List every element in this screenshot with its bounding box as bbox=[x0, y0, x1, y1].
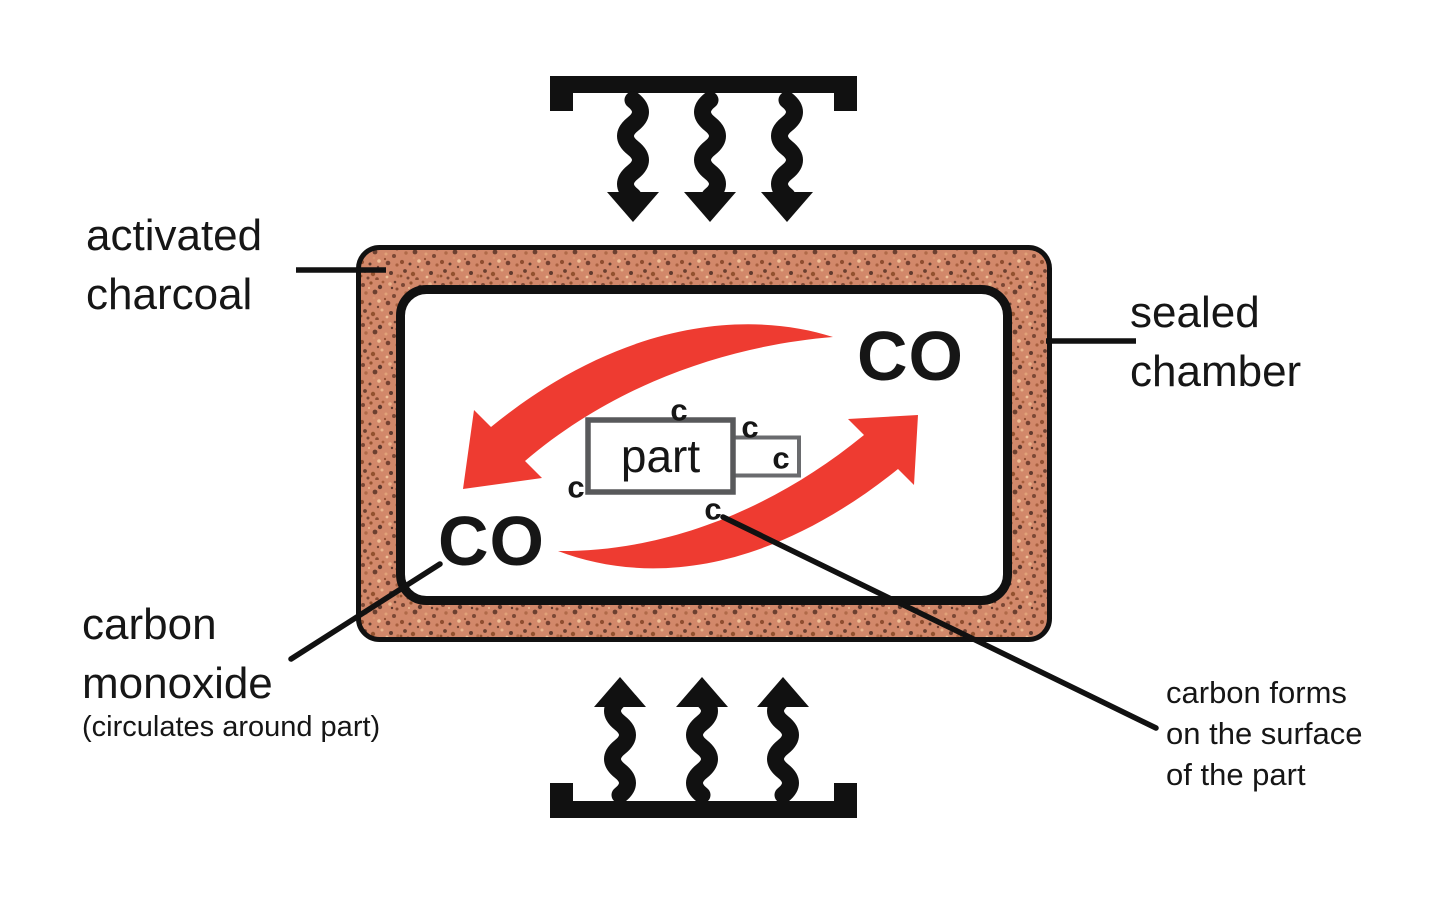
heat-arrow-up-icon bbox=[676, 677, 728, 804]
carbon-atom-label: c bbox=[567, 469, 585, 505]
co-circulation-arrow-lower bbox=[558, 415, 918, 569]
heat-arrow-down-icon bbox=[684, 91, 736, 222]
carbon-atom-label: c bbox=[772, 440, 790, 476]
activated-charcoal-label: activated charcoal bbox=[86, 211, 263, 319]
co-label-lower: CO bbox=[438, 502, 545, 580]
carbon-monoxide-label: carbon monoxide bbox=[82, 600, 273, 708]
leader-line-carbon-monoxide bbox=[288, 561, 443, 662]
heat-arrows-bottom bbox=[594, 677, 809, 804]
sealed-chamber-label: sealed chamber bbox=[1130, 288, 1302, 396]
carbon-atom-label: c bbox=[704, 491, 722, 527]
carbon-atom-label: c bbox=[670, 392, 688, 428]
carbon-forms-label: carbon forms on the surface of the part bbox=[1166, 675, 1363, 793]
leader-line-carbon-forms bbox=[720, 514, 1159, 731]
heat-arrows-top bbox=[607, 91, 813, 222]
carbon-atom-label: c bbox=[741, 409, 759, 445]
heat-arrow-up-icon bbox=[757, 677, 809, 804]
heat-source-bracket-top bbox=[550, 76, 857, 111]
co-label-upper: CO bbox=[857, 317, 964, 395]
heat-arrow-down-icon bbox=[607, 91, 659, 222]
part-step bbox=[731, 435, 801, 478]
heat-arrow-down-icon bbox=[761, 91, 813, 222]
part-label: part bbox=[620, 430, 701, 482]
part-body bbox=[585, 417, 736, 495]
heat-arrow-up-icon bbox=[594, 677, 646, 804]
carbon-monoxide-note: (circulates around part) bbox=[82, 711, 381, 743]
co-circulation-arrow-upper bbox=[463, 324, 833, 489]
heat-source-bracket-bottom bbox=[550, 783, 857, 818]
